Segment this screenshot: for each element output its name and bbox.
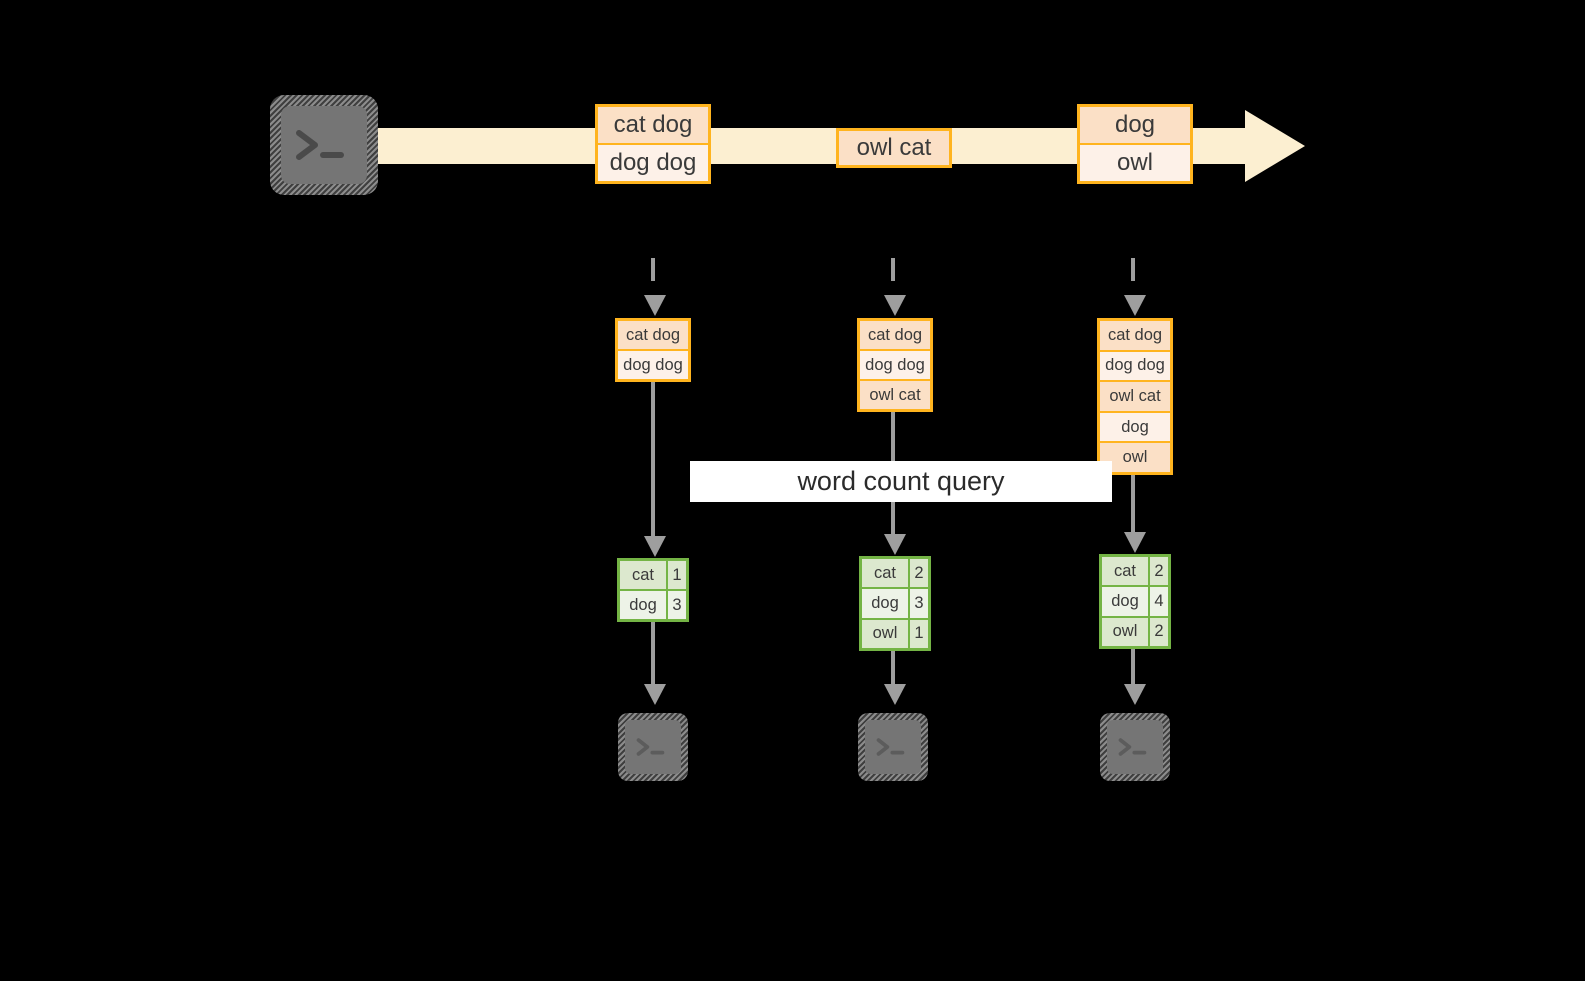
result-row[interactable]: owl 2	[1102, 615, 1168, 646]
result-count: 1	[908, 619, 928, 648]
record-line: owl	[1080, 143, 1190, 181]
result-count: 2	[1148, 557, 1168, 586]
output-flow-arrowhead-2	[884, 684, 906, 705]
result-row[interactable]: dog 3	[862, 587, 928, 618]
result-word: dog	[620, 591, 666, 619]
input-line: dog	[1100, 410, 1170, 442]
terminal-screen	[625, 720, 681, 774]
snapshot-input-1[interactable]: cat dog dog dog	[615, 318, 691, 382]
stream-record-2[interactable]: owl cat	[836, 128, 952, 168]
result-row[interactable]: owl 1	[862, 617, 928, 648]
terminal-screen	[865, 720, 921, 774]
terminal-prompt-icon	[296, 130, 344, 160]
snapshot-trigger-line-3	[1131, 258, 1135, 298]
output-flow-arrowhead-3	[1124, 684, 1146, 705]
terminal-screen	[281, 106, 367, 184]
output-flow-line-2	[891, 651, 895, 691]
input-line: dog dog	[1100, 349, 1170, 381]
record-line: dog	[1080, 107, 1190, 143]
query-flow-arrowhead-3	[1124, 532, 1146, 553]
query-flow-line-1	[651, 382, 655, 542]
input-line: cat dog	[618, 321, 688, 349]
snapshot-input-2[interactable]: cat dog dog dog owl cat	[857, 318, 933, 412]
result-word: cat	[862, 559, 908, 588]
record-line: cat dog	[598, 107, 708, 143]
terminal-prompt-icon	[876, 738, 905, 756]
result-count: 2	[1148, 617, 1168, 646]
input-line: owl cat	[860, 379, 930, 409]
snapshot-trigger-line-2	[891, 258, 895, 298]
result-row[interactable]: cat 2	[1102, 557, 1168, 586]
query-flow-line-3	[1131, 475, 1135, 538]
result-word: owl	[1102, 617, 1148, 646]
snapshot-trigger-arrowhead-3	[1124, 295, 1146, 316]
query-flow-arrowhead-1	[644, 536, 666, 557]
terminal-prompt-icon	[636, 738, 665, 756]
output-flow-arrowhead-1	[644, 684, 666, 705]
result-count: 3	[908, 589, 928, 618]
output-flow-line-3	[1131, 649, 1135, 691]
query-banner: word count query	[690, 461, 1112, 502]
snapshot-trigger-arrowhead-1	[644, 295, 666, 316]
snapshot-result-2[interactable]: cat 2 dog 3 owl 1	[859, 556, 931, 651]
result-word: owl	[862, 619, 908, 648]
stream-record-1[interactable]: cat dog dog dog	[595, 104, 711, 184]
sink-terminal-icon-1[interactable]	[618, 713, 688, 781]
record-line: owl cat	[839, 131, 949, 165]
source-terminal-icon[interactable]	[270, 95, 378, 195]
snapshot-input-3[interactable]: cat dog dog dog owl cat dog owl	[1097, 318, 1173, 475]
sink-terminal-icon-3[interactable]	[1100, 713, 1170, 781]
result-count: 4	[1148, 587, 1168, 616]
result-word: dog	[862, 589, 908, 618]
result-row[interactable]: dog 3	[620, 589, 686, 619]
snapshot-result-1[interactable]: cat 1 dog 3	[617, 558, 689, 622]
terminal-prompt-icon	[1118, 738, 1147, 756]
result-word: cat	[1102, 557, 1148, 586]
input-line: cat dog	[1100, 321, 1170, 350]
terminal-screen	[1107, 720, 1163, 774]
input-line: cat dog	[860, 321, 930, 349]
result-row[interactable]: cat 1	[620, 561, 686, 589]
query-banner-label: word count query	[797, 466, 1005, 496]
result-row[interactable]: dog 4	[1102, 585, 1168, 616]
record-line: dog dog	[598, 143, 708, 181]
query-flow-arrowhead-2	[884, 534, 906, 555]
snapshot-result-3[interactable]: cat 2 dog 4 owl 2	[1099, 554, 1171, 649]
result-count: 3	[666, 591, 686, 619]
stream-record-3[interactable]: dog owl	[1077, 104, 1193, 184]
result-word: cat	[620, 561, 666, 589]
sink-terminal-icon-2[interactable]	[858, 713, 928, 781]
input-line: dog dog	[618, 349, 688, 379]
result-count: 2	[908, 559, 928, 588]
input-line: owl cat	[1100, 380, 1170, 411]
result-count: 1	[666, 561, 686, 589]
input-line: dog dog	[860, 349, 930, 379]
result-row[interactable]: cat 2	[862, 559, 928, 588]
output-flow-line-1	[651, 622, 655, 690]
result-word: dog	[1102, 587, 1148, 616]
snapshot-trigger-line-1	[651, 258, 655, 298]
snapshot-trigger-arrowhead-2	[884, 295, 906, 316]
